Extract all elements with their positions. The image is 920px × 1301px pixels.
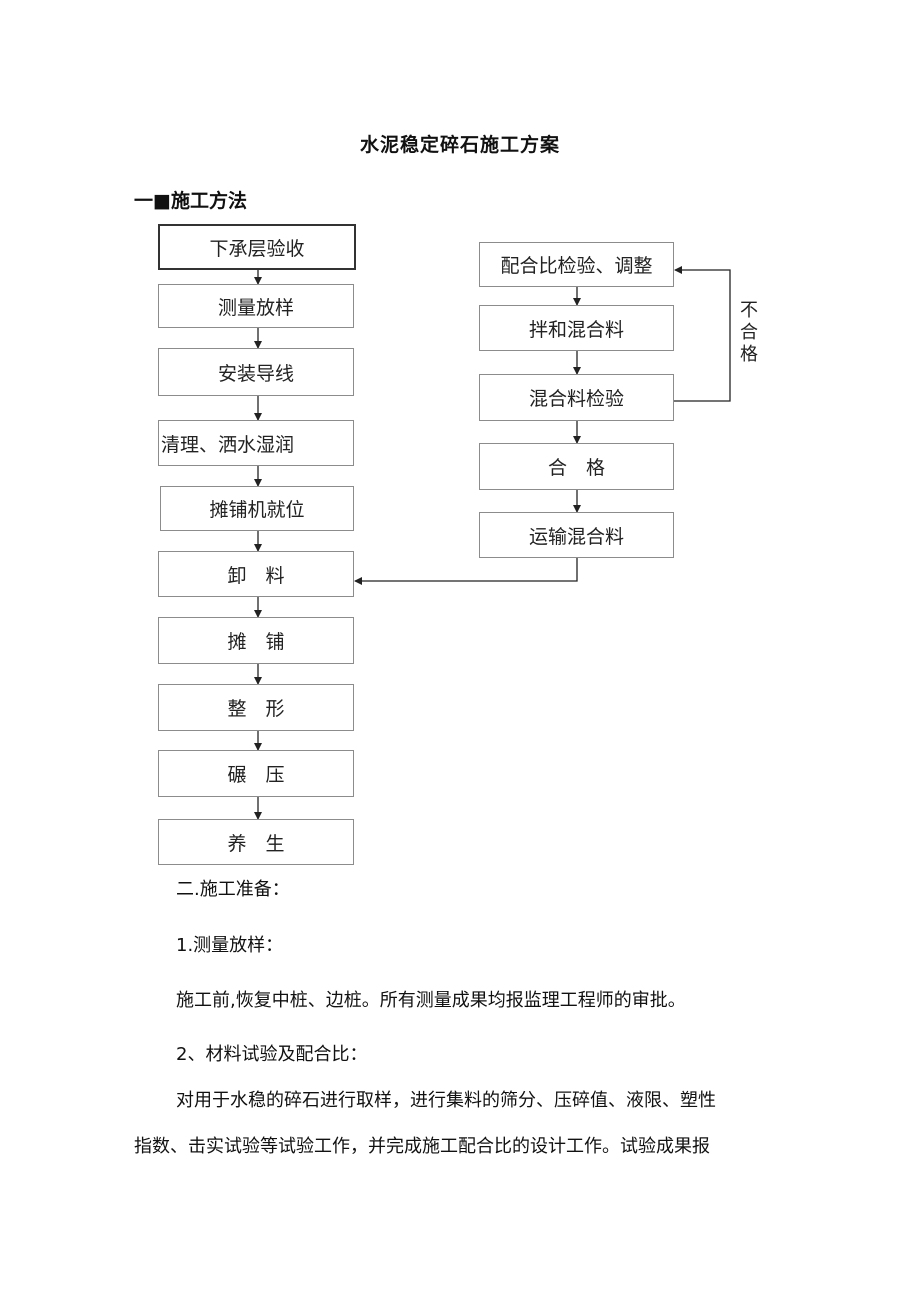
flow-step-mixing: 拌和混合料 (479, 305, 674, 351)
flow-step-paving: 摊 铺 (158, 617, 354, 664)
item2-text-line2: 指数、击实试验等试验工作，并完成施工配合比的设计工作。试验成果报 (134, 1136, 710, 1157)
flow-step-rolling: 碾 压 (158, 750, 354, 797)
flow-step-unloading: 卸 料 (158, 551, 354, 597)
flow-step-transport-mixture: 运输混合料 (479, 512, 674, 558)
item2-text-line1: 对用于水稳的碎石进行取样，进行集料的筛分、压碎值、液限、塑性 (176, 1090, 716, 1111)
flow-step-clean-water: 清理、洒水湿润 (158, 420, 354, 466)
flow-step-base-acceptance: 下承层验收 (158, 224, 356, 270)
document-title: 水泥稳定碎石施工方案 (359, 134, 560, 156)
flow-step-paver-position: 摊铺机就位 (160, 486, 354, 531)
flowchart-connectors (254, 266, 731, 820)
section2-heading: 二.施工准备： (176, 879, 290, 900)
flow-step-survey-layout: 测量放样 (158, 284, 354, 328)
item1-text: 施工前,恢复中桩、边桩。所有测量成果均报监理工程师的审批。 (176, 990, 686, 1011)
flow-step-shaping: 整 形 (158, 684, 354, 731)
flow-step-curing: 养 生 (158, 819, 354, 865)
flow-step-mixture-inspection: 混合料检验 (479, 374, 674, 421)
flow-step-qualified: 合 格 (479, 443, 674, 490)
arrow-transport-to-unload (354, 558, 578, 585)
section-heading-construction-method: 一■施工方法 (134, 190, 247, 212)
item1-heading: 1.测量放样： (176, 935, 284, 956)
flow-step-mix-ratio-check: 配合比检验、调整 (479, 242, 674, 287)
loop-label-unqualified: 不合格 (740, 300, 758, 365)
item2-heading: 2、材料试验及配合比： (176, 1044, 368, 1065)
arrow-fail-loop (674, 266, 731, 402)
flow-step-install-guide-wire: 安装导线 (158, 348, 354, 396)
